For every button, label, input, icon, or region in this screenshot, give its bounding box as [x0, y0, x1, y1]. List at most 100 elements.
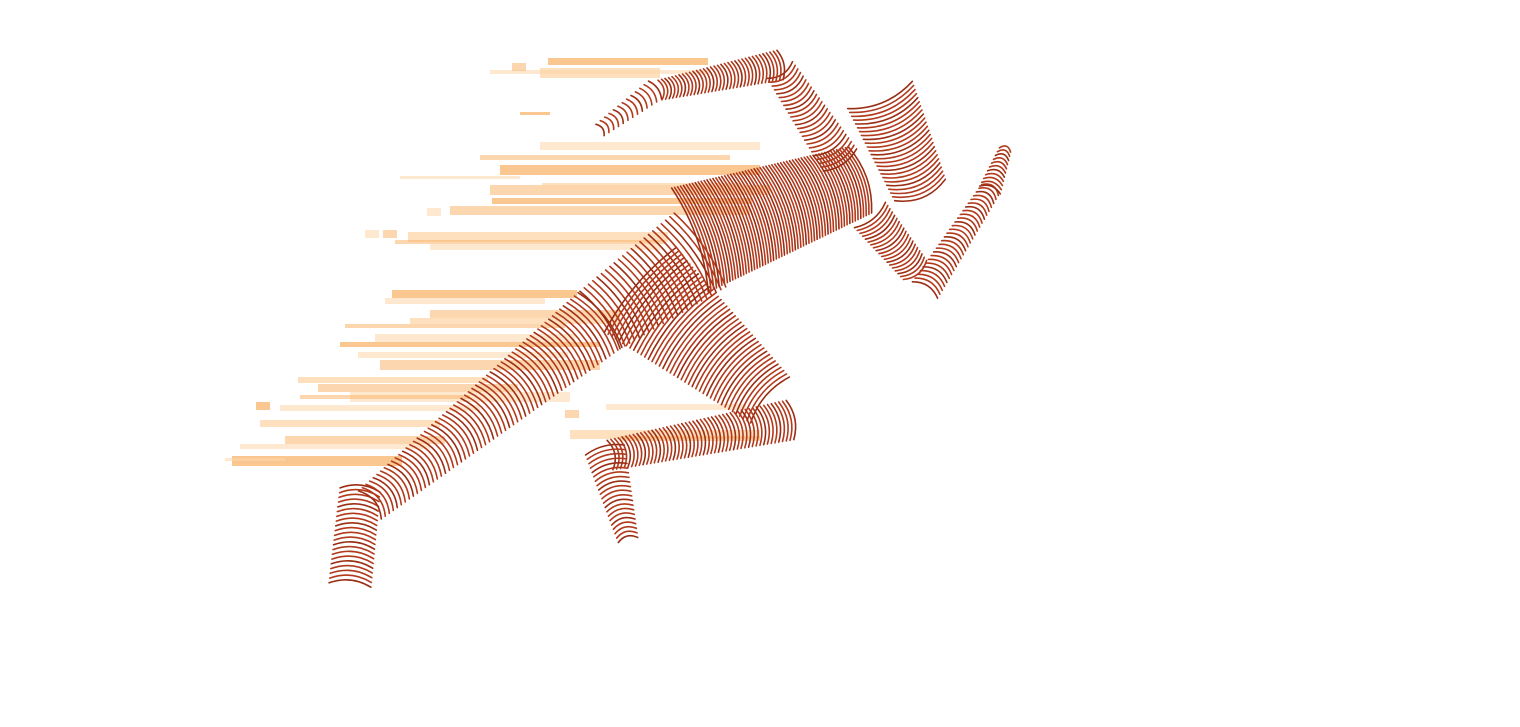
contour-line — [856, 101, 920, 129]
contour-line — [617, 105, 629, 122]
contour-line — [471, 387, 507, 432]
contour-line — [405, 447, 435, 483]
contour-line — [731, 360, 776, 413]
contour-line — [416, 437, 447, 474]
contour-line — [886, 240, 914, 263]
contour-line — [625, 266, 694, 347]
contour-line — [625, 435, 635, 468]
contour-line — [812, 154, 840, 230]
contour-line — [453, 404, 487, 446]
contour-line — [622, 255, 669, 322]
contour-line — [609, 512, 636, 522]
contour-line — [776, 75, 804, 95]
contour-line — [679, 185, 718, 289]
contour-line — [982, 176, 1004, 187]
contour-line — [932, 251, 958, 268]
contour-line — [522, 341, 563, 391]
contour-line — [654, 292, 717, 365]
contour-line — [394, 457, 423, 492]
contour-line — [868, 125, 929, 152]
contour-line — [735, 172, 769, 264]
contour-line — [732, 172, 767, 266]
speed-streak — [365, 230, 379, 238]
back-shin — [357, 291, 623, 520]
contour-line — [829, 150, 857, 222]
contour-line — [647, 233, 698, 305]
contour-line — [956, 217, 979, 232]
contour-line — [603, 116, 615, 131]
contour-line — [980, 183, 1000, 197]
contour-line — [984, 172, 1005, 183]
contour-line — [713, 65, 722, 92]
contour-line — [790, 97, 820, 118]
speed-streak — [410, 318, 620, 324]
contour-line — [916, 273, 944, 292]
contour-line — [677, 423, 688, 459]
contour-line — [676, 311, 734, 379]
contour-line — [856, 204, 889, 232]
contour-line — [669, 425, 680, 460]
contour-line — [695, 327, 748, 390]
contour-line — [820, 144, 855, 168]
contour-line — [607, 250, 680, 336]
speed-streak — [232, 456, 402, 466]
contour-line — [972, 194, 993, 209]
speed-streak — [260, 420, 440, 427]
contour-line — [876, 141, 934, 168]
contour-line — [787, 93, 818, 114]
contour-line — [632, 273, 700, 351]
contour-line — [438, 417, 471, 457]
speed-streak — [375, 334, 575, 342]
head — [846, 80, 947, 203]
front-upper-arm — [853, 201, 928, 281]
contour-line — [762, 53, 772, 83]
contour-line — [699, 68, 708, 94]
speed-streak — [427, 208, 441, 216]
speed-streak — [606, 404, 746, 410]
contour-line — [643, 282, 708, 358]
contour-line — [768, 164, 799, 250]
contour-line — [886, 162, 941, 187]
contour-line — [658, 295, 719, 367]
speed-streak — [430, 244, 660, 250]
contour-line — [744, 57, 754, 86]
contour-line — [611, 516, 636, 526]
contour-line — [584, 443, 626, 456]
contour-line — [673, 308, 731, 376]
contour-line — [986, 168, 1006, 178]
speed-streak — [450, 206, 750, 215]
contour-line — [967, 202, 988, 216]
speed-streak — [430, 310, 620, 318]
contour-line — [680, 422, 692, 458]
contour-line — [962, 209, 983, 224]
contour-line — [867, 217, 898, 243]
contour-line — [734, 60, 743, 88]
contour-line — [361, 486, 387, 517]
contour-line — [335, 517, 378, 527]
contour-line — [673, 186, 712, 292]
contour-line — [860, 109, 923, 137]
contour-line — [613, 262, 660, 327]
contour-line — [716, 64, 726, 91]
contour-line — [643, 83, 658, 103]
contour-line — [742, 369, 785, 420]
contour-line — [948, 228, 972, 244]
contour-line — [685, 72, 694, 96]
contour-line — [813, 133, 847, 157]
contour-line — [647, 80, 663, 100]
contour-line — [724, 353, 771, 408]
speed-streak — [542, 183, 742, 189]
contour-line — [794, 158, 824, 238]
contour-line — [639, 432, 650, 465]
contour-line — [651, 289, 714, 363]
contour-line — [682, 184, 720, 288]
contour-line — [526, 338, 567, 389]
speed-streak — [358, 352, 568, 358]
contour-line — [702, 68, 711, 93]
contour-line — [500, 361, 539, 409]
contour-line — [762, 166, 794, 252]
back-foot — [328, 484, 381, 588]
contour-line — [333, 536, 376, 546]
contour-line — [603, 247, 677, 333]
contour-line — [792, 100, 823, 122]
